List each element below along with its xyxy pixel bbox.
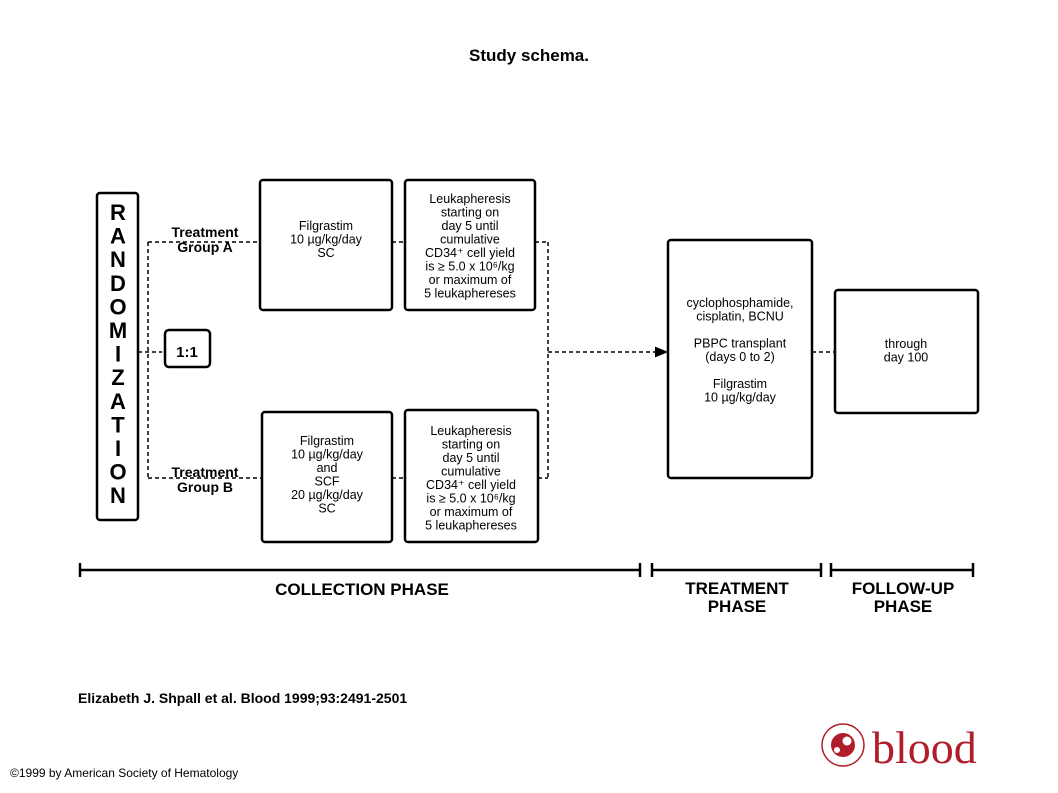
- text-line: N: [110, 247, 126, 272]
- text-line: PBPC transplant: [694, 337, 787, 351]
- text-line: 10 µg/kg/day: [704, 391, 777, 405]
- text-line: Group A: [177, 239, 232, 255]
- phase-timeline: [78, 563, 975, 577]
- text-line: CD34⁺ cell yield: [426, 478, 516, 492]
- group-a-drug-box: [258, 178, 394, 312]
- text-line: PHASE: [874, 597, 933, 616]
- text-line: 10 µg/kg/day: [290, 233, 363, 247]
- text-line: A: [110, 224, 126, 249]
- text-line: CD34⁺ cell yield: [425, 246, 515, 260]
- text-line: SCF: [315, 475, 340, 489]
- text-line: day 5 until: [443, 451, 500, 465]
- text-line: Treatment: [172, 464, 239, 480]
- text-line: through: [885, 337, 927, 351]
- text-line: 10 µg/kg/day: [291, 448, 364, 462]
- text-line: cumulative: [441, 465, 501, 479]
- text-line: Filgrastim: [300, 434, 354, 448]
- text-line: cyclophosphamide,: [686, 296, 793, 310]
- text-line: A: [110, 389, 126, 414]
- text-line: cumulative: [440, 233, 500, 247]
- ratio-label: 1:1: [176, 344, 198, 361]
- text-line: (days 0 to 2): [705, 350, 774, 364]
- text-line: SC: [318, 502, 335, 516]
- text-line: 5 leukaphereses: [424, 287, 516, 301]
- group-b-drug-box: [260, 410, 394, 544]
- text-line: Z: [111, 365, 124, 390]
- text-line: day 100: [884, 351, 929, 365]
- collection-phase-label: COLLECTION PHASE: [275, 580, 449, 599]
- text-line: or maximum of: [429, 273, 512, 287]
- group-b-leukapheresis-box: [403, 408, 540, 544]
- followup-box: [833, 288, 980, 415]
- text-line: M: [109, 318, 127, 343]
- text-line: D: [110, 271, 126, 296]
- text-line: Filgrastim: [713, 377, 767, 391]
- text-line: 20 µg/kg/day: [291, 488, 364, 502]
- text-line: is ≥ 5.0 x 10⁶/kg: [425, 260, 514, 274]
- text-line: O: [109, 294, 126, 319]
- text-line: Filgrastim: [299, 219, 353, 233]
- text-line: Leukapheresis: [430, 424, 511, 438]
- blood-wordmark: blood: [872, 722, 977, 772]
- text-line: is ≥ 5.0 x 10⁶/kg: [426, 492, 515, 506]
- text-line: and: [317, 461, 338, 475]
- text-line: T: [111, 412, 125, 437]
- treatment-box-text: cyclophosphamide,cisplatin, BCNU PBPC tra…: [686, 296, 793, 405]
- text-line: cisplatin, BCNU: [696, 310, 784, 324]
- text-line: O: [109, 460, 126, 485]
- text-line: 5 leukaphereses: [425, 519, 517, 533]
- text-line: I: [115, 436, 121, 461]
- text-line: starting on: [442, 438, 500, 452]
- text-line: Group B: [177, 479, 233, 495]
- society-seal-icon: [821, 723, 865, 767]
- text-line: SC: [317, 246, 334, 260]
- text-line: TREATMENT: [685, 579, 789, 598]
- text-line: starting on: [441, 206, 499, 220]
- randomization-box: [95, 191, 140, 522]
- text-line: Leukapheresis: [429, 192, 510, 206]
- text-line: PHASE: [708, 597, 767, 616]
- text-line: Treatment: [172, 224, 239, 240]
- text-line: or maximum of: [430, 505, 513, 519]
- text-line: FOLLOW-UP: [852, 579, 955, 598]
- text-line: COLLECTION PHASE: [275, 580, 449, 599]
- citation: Elizabeth J. Shpall et al. Blood 1999;93…: [78, 690, 408, 706]
- copyright: ©1999 by American Society of Hematology: [10, 766, 239, 780]
- text-line: N: [110, 483, 126, 508]
- treatment-box: [666, 238, 814, 480]
- text-line: R: [110, 200, 126, 225]
- ratio-box: [163, 328, 212, 369]
- page-title: Study schema.: [469, 46, 589, 65]
- connectors: [138, 241, 848, 479]
- text-line: I: [115, 342, 121, 367]
- text-line: day 5 until: [442, 219, 499, 233]
- blood-logo: blood: [821, 722, 977, 772]
- group-a-leukapheresis-box: [403, 178, 537, 312]
